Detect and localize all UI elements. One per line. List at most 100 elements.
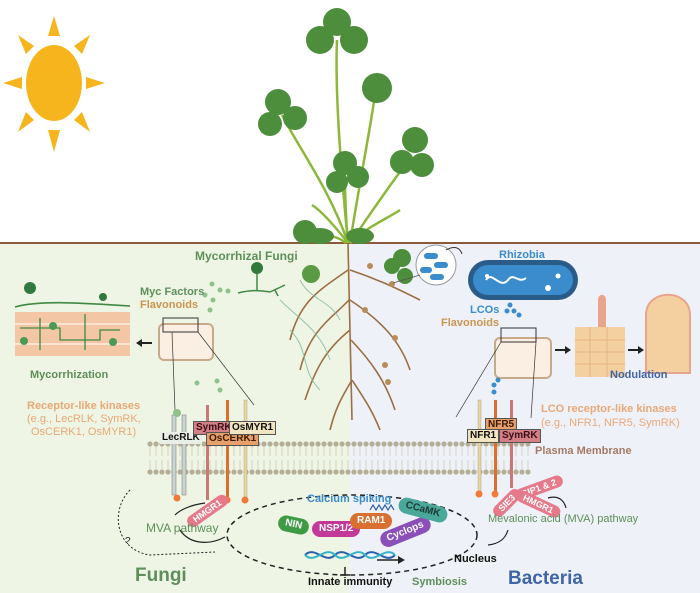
lipid-head [447, 441, 453, 447]
lipid-head [153, 441, 159, 447]
inhibition-mark [340, 567, 350, 576]
receptors-examples-fungi: (e.g., LecRLK, SymRK, [27, 413, 141, 425]
lipid-head [429, 441, 435, 447]
lipid-head [249, 469, 255, 475]
nodulation-infection-icon [575, 294, 625, 377]
lipid-head [201, 469, 207, 475]
myc-factors-label: Myc Factors [140, 286, 205, 298]
lipid-head [453, 469, 459, 475]
flavonoids-bacteria-label: Flavonoids [441, 317, 500, 329]
lipid-head [309, 441, 315, 447]
fungi-receptors [171, 399, 249, 504]
receptors-heading-fungi: Receptor-like kinases [27, 400, 141, 412]
lipid-head [393, 441, 399, 447]
lipid-head [339, 441, 345, 447]
lipid-head [321, 469, 327, 475]
lcos-label: LCOs [470, 304, 500, 316]
lipid-head [465, 469, 471, 475]
question-mark: ? [125, 536, 131, 547]
protein-ram1: RAM1 [350, 513, 393, 529]
lipid-head [201, 441, 207, 447]
lipid-head [321, 441, 327, 447]
lipid-head [375, 441, 381, 447]
tag-lecrlk: LecRLK [160, 432, 202, 444]
lipid-head [273, 469, 279, 475]
lipid-head [195, 469, 201, 475]
flavonoids-fungi-label: Flavonoids [140, 299, 199, 311]
nucleus-outline [226, 494, 478, 576]
lipid-head [303, 441, 309, 447]
lipid-head [279, 469, 285, 475]
lipid-head [339, 469, 345, 475]
lipid-head [345, 441, 351, 447]
fungi-label: Fungi [135, 565, 187, 586]
lipid-head [393, 469, 399, 475]
lipid-head [159, 469, 165, 475]
lipid-head [381, 469, 387, 475]
lipid-head [405, 441, 411, 447]
lipid-head [303, 469, 309, 475]
lipid-head [411, 469, 417, 475]
lipid-head [291, 441, 297, 447]
lipid-head [459, 441, 465, 447]
lipid-head [297, 469, 303, 475]
lipid-head [147, 469, 153, 475]
arrow-mva-to-nucleus [179, 529, 226, 543]
rhizobia-zoom-icon [392, 244, 463, 286]
lipid-head [369, 441, 375, 447]
symbiosis-label: Symbiosis [412, 576, 468, 588]
lipid-head [351, 441, 357, 447]
tag-osmyr1: OsMYR1 [229, 421, 277, 435]
plasma-membrane [147, 441, 531, 475]
receptors-examples-fungi-2: OsCERK1, OsMYR1) [31, 426, 137, 438]
lipid-head [441, 469, 447, 475]
mycorrhizal-fungi-label: Mycorrhizal Fungi [195, 249, 298, 263]
lipid-head [435, 441, 441, 447]
lipid-head [387, 469, 393, 475]
lipid-head [291, 469, 297, 475]
lipid-head [213, 469, 219, 475]
lipid-head [261, 441, 267, 447]
lipid-head [267, 441, 273, 447]
lipid-head [237, 469, 243, 475]
lipid-head [423, 441, 429, 447]
lipid-head [489, 469, 495, 475]
lipid-head [525, 469, 531, 475]
lipid-head [285, 469, 291, 475]
nucleus-label: Nucleus [454, 553, 497, 565]
plasma-membrane-label: Plasma Membrane [535, 445, 632, 457]
lipid-head [279, 441, 285, 447]
lipid-head [423, 469, 429, 475]
lipid-head [345, 469, 351, 475]
lipid-head [483, 469, 489, 475]
lipid-head [399, 469, 405, 475]
lipid-head [351, 469, 357, 475]
bacteria-label: Bacteria [508, 568, 583, 589]
lipid-head [453, 441, 459, 447]
dotted-feedback-arrow [117, 489, 216, 556]
lipid-head [165, 469, 171, 475]
tag-nfr1: NFR1 [467, 429, 500, 443]
sun-icon [3, 16, 105, 152]
nodulation-label: Nodulation [610, 369, 668, 381]
tag-symrk-bacteria: SymRK [499, 429, 541, 443]
lipid-head [333, 441, 339, 447]
rhizobium-cell-icon [468, 260, 578, 300]
lipid-head [399, 441, 405, 447]
lipid-head [327, 469, 333, 475]
protein-nsp1-2: NSP1/2 [312, 521, 361, 537]
mycorrhization-tissue-icon [14, 282, 131, 356]
receptors-heading-bacteria: LCO receptor-like kinases [541, 403, 677, 415]
lipid-head [267, 469, 273, 475]
plant-cell-fungi [158, 317, 255, 411]
lipid-head [231, 469, 237, 475]
lipid-head [273, 441, 279, 447]
receptors-examples-bacteria: (e.g., NFR1, NFR5, SymRK) [541, 417, 680, 429]
lipid-head [519, 469, 525, 475]
innate-immunity-label: Innate immunity [308, 576, 393, 588]
lipid-head [417, 469, 423, 475]
lipid-head [309, 469, 315, 475]
lipid-head [357, 469, 363, 475]
lipid-head [501, 469, 507, 475]
